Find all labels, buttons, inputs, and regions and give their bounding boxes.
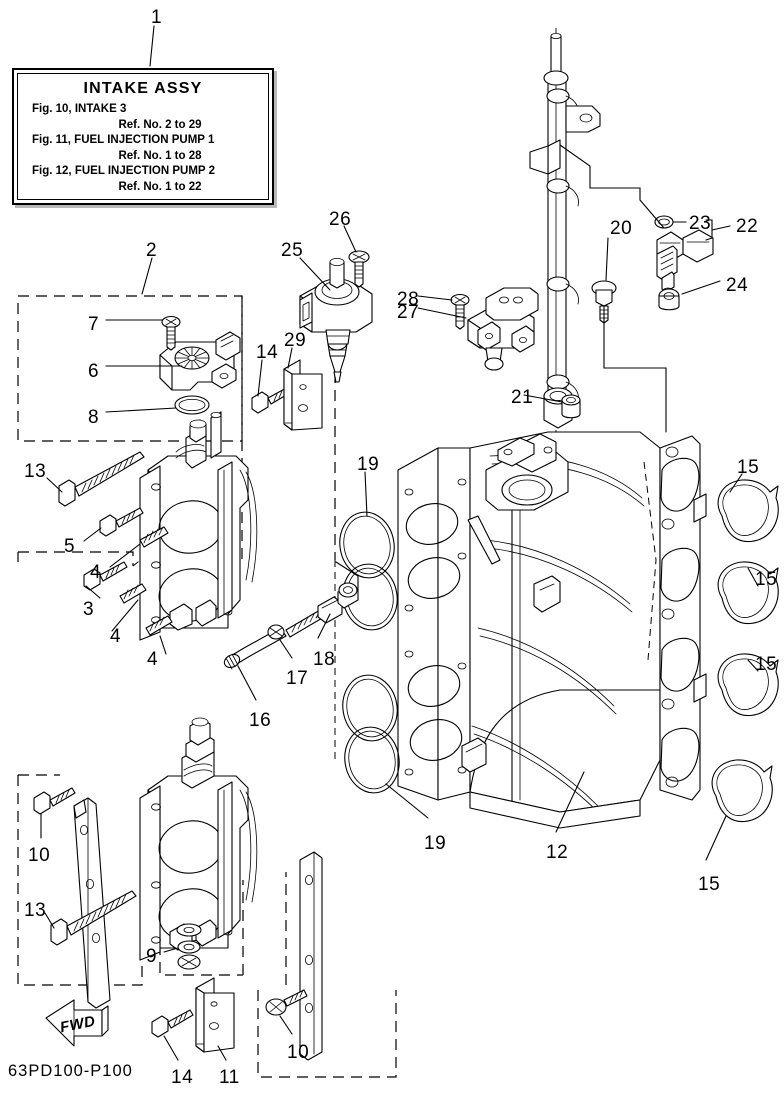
callout-10: 10 — [287, 1042, 310, 1063]
callout-15: 15 — [737, 457, 760, 478]
callout-28: 28 — [397, 289, 420, 310]
callout-26: 26 — [329, 209, 352, 230]
part-spring-4-b — [119, 583, 147, 604]
part-long-bolt-13-lower — [50, 890, 137, 946]
part-link-rod-16-17-18 — [223, 582, 359, 670]
callout-15: 15 — [755, 654, 778, 675]
title-ref-11: Ref. No. 1 to 28 — [118, 149, 202, 162]
callout-9: 9 — [146, 946, 158, 967]
part-isc-valve-25 — [299, 257, 373, 383]
part-pressure-sensor-27 — [467, 287, 539, 371]
part-long-bolt-13-upper — [58, 451, 145, 507]
part-bolt-14-lower — [151, 1009, 194, 1038]
part-bracket-11 — [195, 977, 235, 1053]
callout-5: 5 — [64, 536, 76, 557]
callout-25: 25 — [281, 240, 304, 261]
title-fig-12: Fig. 12, FUEL INJECTION PUMP 2 — [32, 165, 215, 178]
callout-14: 14 — [171, 1067, 194, 1088]
fwd-arrow — [45, 999, 109, 1047]
part-fuel-injector-22 — [656, 229, 714, 295]
callout-12: 12 — [546, 842, 569, 863]
callout-21: 21 — [511, 387, 534, 408]
title-fig-10: Fig. 10, INTAKE 3 — [32, 103, 127, 115]
callout-27: 27 — [397, 302, 420, 323]
throttle-body-lower — [139, 717, 258, 961]
part-bolt-28 — [450, 293, 470, 330]
part-bracket-strip-left — [73, 797, 111, 1009]
callout-19: 19 — [357, 454, 380, 475]
part-bolt-10-left — [33, 787, 76, 815]
callout-14: 14 — [256, 342, 279, 363]
part-bolt-5 — [99, 507, 144, 537]
callout-2: 2 — [146, 240, 158, 261]
leader-1 — [149, 25, 155, 67]
part-bracket-strip-center — [299, 851, 323, 1061]
part-orings-19 — [339, 511, 400, 794]
title-fig-11: Fig. 11, FUEL INJECTION PUMP 1 — [32, 134, 215, 147]
callout-3: 3 — [83, 599, 95, 620]
callout-23: 23 — [689, 213, 712, 234]
callout-16: 16 — [249, 710, 272, 731]
part-bolt-7 — [161, 315, 181, 351]
callout-13: 13 — [24, 461, 47, 482]
callout-24: 24 — [726, 275, 749, 296]
callout-4: 4 — [90, 562, 102, 583]
callout-18: 18 — [313, 649, 336, 670]
part-grommet-24 — [658, 288, 680, 311]
leader-lines — [40, 225, 759, 1061]
title-box: INTAKE ASSY Fig. 10, INTAKE 3 Ref. No. 2… — [12, 68, 274, 205]
part-bolt-3 — [83, 561, 128, 591]
fuel-rail-assembly — [529, 28, 601, 440]
part-bolt-26 — [348, 250, 370, 288]
title-heading: INTAKE ASSY — [83, 80, 203, 97]
callout-1: 1 — [151, 7, 163, 28]
throttle-body-upper — [139, 411, 258, 641]
part-oring-23 — [654, 215, 674, 229]
callout-4: 4 — [147, 649, 159, 670]
title-ref-12: Ref. No. 1 to 22 — [118, 180, 202, 193]
leaders-fuel-rail — [559, 144, 731, 433]
callout-10: 10 — [28, 845, 51, 866]
document-code: 63PD100-P100 — [8, 1062, 133, 1080]
callout-13: 13 — [24, 900, 47, 921]
callout-29: 29 — [284, 330, 307, 351]
part-spring-4-c — [145, 615, 173, 636]
part-spring-4-a — [139, 526, 169, 548]
callout-19: 19 — [424, 833, 447, 854]
callout-8: 8 — [88, 407, 100, 428]
part-bracket-29 — [283, 359, 323, 431]
callout-15: 15 — [698, 874, 721, 895]
callout-7: 7 — [88, 314, 100, 335]
title-box-inner: INTAKE ASSY Fig. 10, INTAKE 3 Ref. No. 2… — [17, 73, 269, 200]
part-intake-manifold-12 — [397, 394, 707, 829]
callout-6: 6 — [88, 361, 100, 382]
part-throttle-sensor-6 — [159, 331, 241, 391]
part-bolt-10-center — [265, 989, 308, 1016]
part-washers-nut-9 — [176, 923, 202, 970]
callout-11: 11 — [219, 1067, 240, 1088]
callout-20: 20 — [610, 218, 633, 239]
title-ref-10: Ref. No. 2 to 29 — [118, 118, 202, 131]
callout-17: 17 — [286, 668, 309, 689]
part-oring-8 — [174, 395, 210, 415]
manifold-port-faces — [660, 446, 707, 788]
part-gaskets-15 — [711, 479, 779, 822]
callout-4: 4 — [110, 626, 122, 647]
callout-22: 22 — [736, 216, 759, 237]
callout-15: 15 — [755, 569, 778, 590]
